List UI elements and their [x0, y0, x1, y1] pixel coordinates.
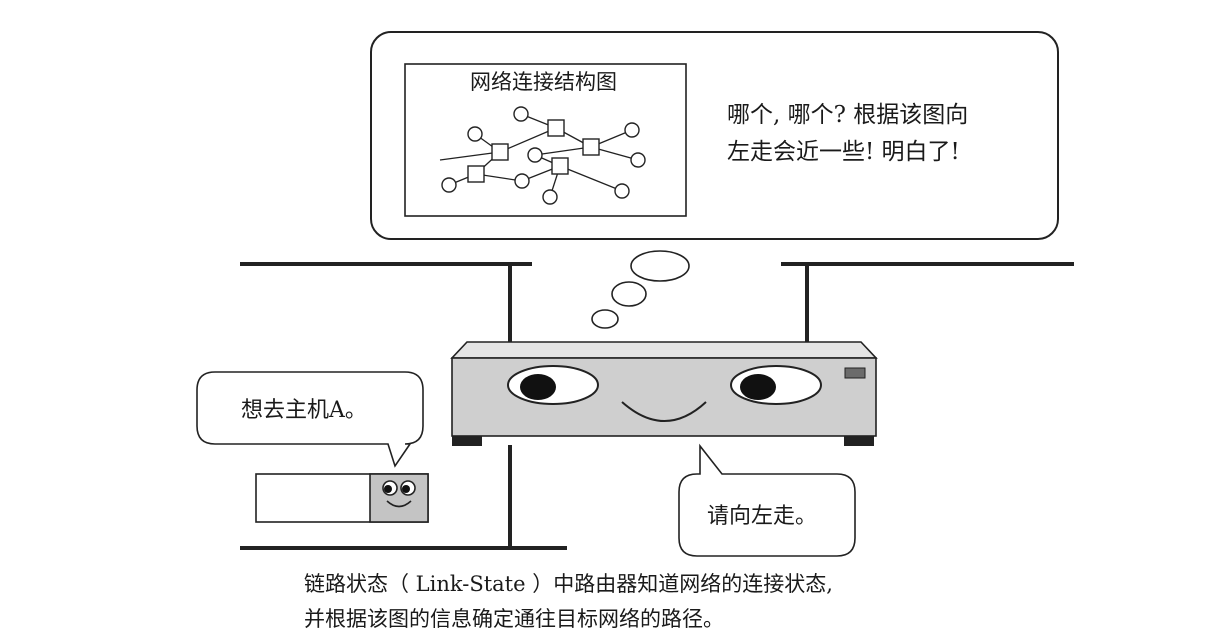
thought-text-line1: 哪个, 哪个? 根据该图向	[727, 102, 968, 128]
host-speech-text: 想去主机A。	[241, 398, 367, 423]
router-speech-frame	[678, 443, 856, 557]
thought-trail-bubble-large	[630, 250, 690, 282]
map-host-node	[513, 106, 529, 122]
map-host-node	[630, 152, 646, 168]
caption-line1: 链路状态（ Link-State ）中路由器知道网络的连接状态,	[304, 572, 833, 596]
map-router-node	[467, 165, 485, 183]
router-eye-left	[507, 365, 599, 405]
thought-trail	[591, 250, 690, 329]
thought-text-line2: 左走会近一些! 明白了!	[727, 139, 960, 165]
router-indicator-light	[844, 367, 866, 379]
map-host-node	[514, 173, 530, 189]
caption-line2: 并根据该图的信息确定通往目标网络的路径。	[304, 607, 724, 631]
map-host-node	[527, 147, 543, 163]
router-smile	[621, 401, 707, 422]
thought-trail-bubble-medium	[611, 281, 647, 307]
network-lines	[240, 262, 1074, 550]
figure-caption: 链路状态（ Link-State ）中路由器知道网络的连接状态, 并根据该图的信…	[304, 572, 833, 631]
host-smile	[386, 500, 412, 508]
router-speech-bubble: 请向左走。	[678, 443, 856, 557]
map-host-node	[614, 183, 630, 199]
host-speech-bubble: 想去主机A。	[196, 371, 424, 468]
router-top-face	[450, 341, 878, 359]
router-pupil-left	[520, 374, 556, 400]
network-map-panel: 网络连接结构图	[404, 63, 687, 217]
thought-trail-bubble-small	[591, 309, 619, 329]
host-face-panel	[369, 473, 429, 523]
router-thought-bubble: 网络连接结构图	[370, 31, 1059, 240]
map-router-node	[582, 138, 600, 156]
map-nodes	[441, 106, 646, 205]
host-a-pc	[255, 473, 429, 523]
map-title: 网络连接结构图	[470, 70, 617, 94]
map-host-node	[441, 177, 457, 193]
router	[450, 341, 878, 446]
map-host-node	[624, 122, 640, 138]
map-router-node	[551, 157, 569, 175]
host-speech-frame	[196, 371, 424, 468]
map-router-node	[547, 119, 565, 137]
router-foot-right	[844, 436, 874, 446]
router-speech-text: 请向左走。	[707, 504, 817, 529]
map-host-node	[542, 189, 558, 205]
router-eye-right	[730, 365, 822, 405]
map-router-node	[491, 143, 509, 161]
router-foot-left	[452, 436, 482, 446]
map-host-node	[467, 126, 483, 142]
router-pupil-right	[740, 374, 776, 400]
